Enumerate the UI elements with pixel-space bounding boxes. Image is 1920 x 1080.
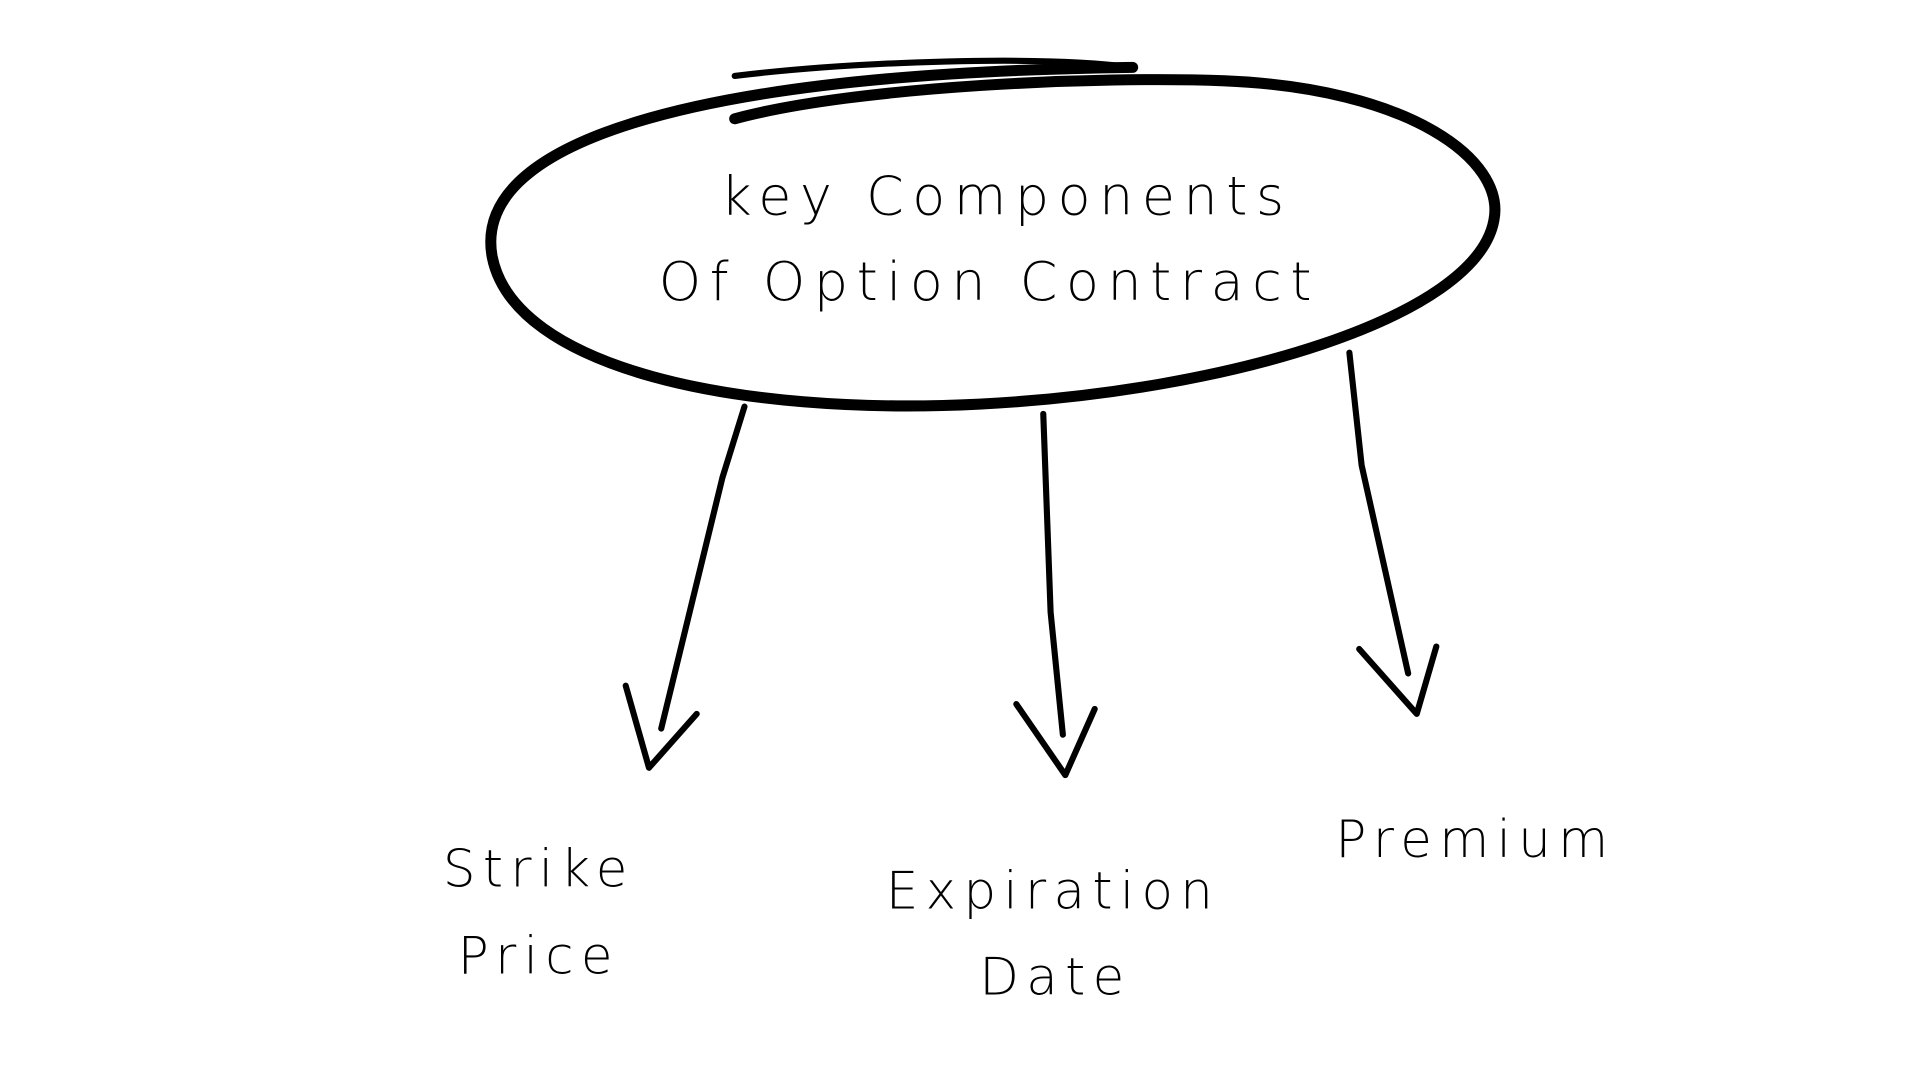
arrow-premium (1346, 349, 1440, 717)
strike-label-line-1: Strike (443, 840, 635, 900)
arrow-strike-price (622, 403, 748, 771)
expiration-label-line-1: Expiration (886, 862, 1220, 922)
title-line-1: key Components (720, 164, 1292, 227)
strike-label-line-2: Price (458, 926, 620, 986)
arrow-expiration-date (1013, 410, 1098, 779)
expiration-label-line-2: Date (979, 947, 1131, 1007)
central-ellipse (485, 57, 1501, 412)
premium-label: Premium (1335, 810, 1615, 870)
title-line-2: Of Option Contract (659, 250, 1320, 313)
